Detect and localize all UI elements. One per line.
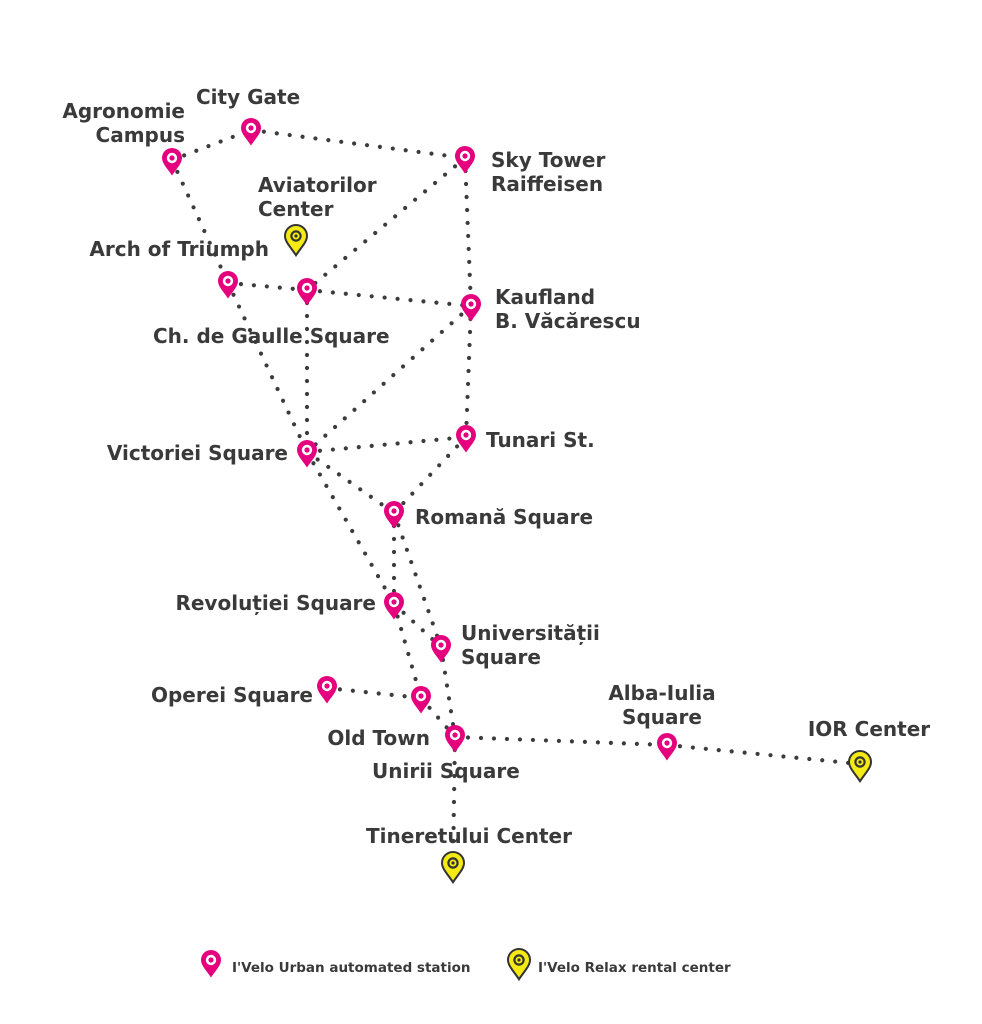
station-pin-icon-tunari[interactable] [456, 425, 476, 453]
legend-urban-pin-shape[interactable] [201, 950, 221, 978]
station-label-line: IOR Center [808, 717, 930, 741]
route-arch-victoriei [225, 280, 310, 455]
station-label-citygate: City Gate [196, 85, 300, 109]
station-label-line: Center [258, 197, 334, 221]
station-label-line: B. Văcărescu [495, 309, 641, 333]
station-label-tunari: Tunari St. [486, 428, 595, 452]
station-pin-icon-agronomie[interactable] [162, 148, 182, 176]
station-label-line: Arch of Triumph [89, 237, 269, 261]
route-lines [169, 127, 863, 868]
route-albaiulia-ior [664, 742, 863, 767]
station-label-operei: Operei Square [151, 683, 313, 707]
station-label-line: Tineretului Center [366, 824, 572, 848]
station-pin-icon-ior[interactable] [847, 750, 873, 784]
station-pin-icon-kaufland[interactable] [461, 294, 481, 322]
station-label-line: Raiffeisen [491, 172, 603, 196]
route-skytower-degaulle [304, 155, 468, 293]
station-label-line: Operei Square [151, 683, 313, 707]
route-revolutiei-oldtown [391, 601, 424, 701]
station-pin-icon-revolutiei[interactable] [384, 592, 404, 620]
station-pin-icon-tineretului[interactable] [440, 851, 466, 885]
route-victoriei-romana [304, 449, 397, 516]
station-label-line: Victoriei Square [107, 441, 288, 465]
station-pin-icon-albaiulia[interactable] [657, 733, 677, 761]
station-label-tineretului: Tineretului Center [366, 824, 572, 848]
station-label-degaulle: Ch. de Gaulle Square [153, 324, 390, 348]
station-label-line: Tunari St. [486, 428, 595, 452]
station-label-line: Ch. de Gaulle Square [153, 324, 390, 348]
station-label-line: Sky Tower [491, 148, 605, 172]
station-pin-icon-romana[interactable] [384, 501, 404, 529]
station-pin-icon-citygate[interactable] [241, 118, 261, 146]
station-pin-icon-victoriei[interactable] [297, 440, 317, 468]
station-pin-icon-oldtown[interactable] [411, 686, 431, 714]
route-degaulle-kaufland [304, 287, 474, 309]
route-agronomie-citygate [169, 127, 254, 163]
station-label-line: Kaufland [495, 285, 595, 309]
station-label-line: Universității [461, 621, 600, 645]
legend-relax-pin-icon [506, 948, 532, 982]
station-label-line: City Gate [196, 85, 300, 109]
route-kaufland-tunari [463, 303, 474, 440]
route-victoriei-revolutiei [304, 449, 397, 607]
station-label-line: Romană Square [415, 505, 593, 529]
station-label-line: Square [461, 645, 541, 669]
route-citygate-skytower [248, 127, 468, 161]
station-label-line: Campus [96, 123, 185, 147]
route-universitatii-unirii [438, 644, 458, 740]
route-unirii-albaiulia [452, 734, 670, 748]
station-pin-icon-unirii[interactable] [445, 725, 465, 753]
route-romana-universitatii [391, 510, 444, 650]
route-arch-degaulle [225, 280, 310, 293]
route-agronomie-arch [169, 157, 231, 286]
station-label-line: Square [622, 705, 702, 729]
station-label-line: Agronomie [62, 99, 185, 123]
route-operei-oldtown [324, 685, 424, 701]
station-label-line: Revoluției Square [175, 591, 376, 615]
legend: I'Velo Urban automated station I'Velo Re… [201, 948, 731, 982]
station-label-line: Old Town [327, 726, 430, 750]
legend-relax-label: I'Velo Relax rental center [538, 960, 731, 976]
station-pin-icon-universitatii[interactable] [431, 635, 451, 663]
station-label-ior: IOR Center [808, 717, 930, 741]
station-label-line: Aviatorilor [258, 173, 377, 197]
station-label-unirii: Unirii Square [372, 759, 520, 783]
station-pin-icon-operei[interactable] [317, 676, 337, 704]
station-label-oldtown: Old Town [327, 726, 430, 750]
route-unirii-tineretului [450, 734, 458, 868]
route-oldtown-unirii [418, 695, 458, 740]
station-label-line: Alba-Iulia [608, 681, 715, 705]
station-pin-icon-degaulle[interactable] [297, 278, 317, 306]
station-pin-icon-skytower[interactable] [455, 146, 475, 174]
legend-urban-pin-icon [201, 950, 221, 978]
route-skytower-kaufland [462, 155, 474, 309]
route-victoriei-tunari [304, 434, 469, 455]
route-kaufland-victoriei [304, 303, 474, 455]
station-pin-icon-arch[interactable] [218, 271, 238, 299]
legend-relax-pin-shape[interactable] [506, 948, 532, 982]
station-label-victoriei: Victoriei Square [107, 441, 288, 465]
station-markers [162, 118, 873, 885]
station-label-arch: Arch of Triumph [89, 237, 269, 261]
station-pin-icon-aviatorilor[interactable] [283, 224, 309, 258]
station-label-line: Unirii Square [372, 759, 520, 783]
route-tunari-romana [391, 434, 469, 516]
station-label-revolutiei: Revoluției Square [175, 591, 376, 615]
legend-urban-label: I'Velo Urban automated station [232, 960, 471, 976]
station-label-romana: Romană Square [415, 505, 593, 529]
